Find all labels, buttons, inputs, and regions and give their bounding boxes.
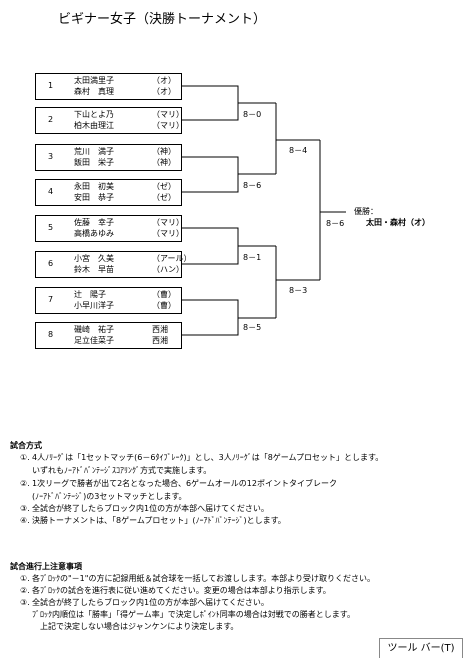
item-text: 1次リーグで勝者が出て2名となった場合、6ゲームオールの12ポイントタイブレーク — [32, 479, 337, 488]
pair-box-8: 8 磯崎 祐子西湘 足立佳菜子西湘 — [35, 322, 182, 349]
player-club: （曹） — [152, 301, 176, 310]
player-club: 西湘 — [152, 325, 168, 334]
player-name: 荒川 満子 — [74, 147, 114, 156]
item-mark: ①. — [20, 574, 30, 583]
player-name: 小宮 久美 — [74, 254, 114, 263]
player-name: 小早川洋子 — [74, 301, 114, 310]
pair-seed: 1 — [48, 81, 54, 90]
score-r1-m3: 8－1 — [243, 253, 262, 262]
pair-box-4: 4 永田 初美 （ゼ） 安田 恭子 （ゼ） — [35, 179, 182, 206]
player-club: （ゼ） — [152, 193, 176, 202]
player-club: （マリ） — [152, 110, 184, 119]
pair-seed: 4 — [48, 187, 54, 196]
player-club: 西湘 — [152, 336, 168, 345]
item-mark: ②. — [20, 479, 30, 488]
pair-seed: 5 — [48, 223, 54, 232]
player-name: 辻 陽子 — [74, 290, 106, 299]
notes-item-2: ②.各ﾌﾞﾛｯｸの試合を進行表に従い進めてください。変更の場合は本部より指示しま… — [20, 585, 331, 596]
pair-seed: 3 — [48, 152, 54, 161]
pair-box-7: 7 辻 陽子 （曹） 小早川洋子 （曹） — [35, 287, 182, 314]
player-club: （マリ） — [152, 218, 184, 227]
pair-box-2: 2 下山とよ乃 （マリ） 柏木由理江 （マリ） — [35, 107, 184, 134]
player-name: 下山とよ乃 — [74, 110, 114, 119]
page-title: ビギナー女子（決勝トーナメント） — [58, 12, 267, 27]
score-final: 8－6 — [326, 219, 345, 228]
player-club: （オ） — [152, 76, 176, 85]
notes-item-3: ③.全試合が終了したらブロック内1位の方が本部へ届けてください。 — [20, 597, 269, 608]
pair-seed: 2 — [48, 115, 54, 124]
player-name: 磯崎 祐子 — [74, 325, 114, 334]
item-mark: ④. — [20, 516, 30, 525]
pair-seed: 6 — [48, 259, 54, 268]
item-text: 上記で決定しない場合はジャンケンにより決定します。 — [40, 622, 239, 631]
match-format-heading: 試合方式 — [10, 441, 42, 450]
score-r1-m4: 8－5 — [243, 323, 262, 332]
player-name: 足立佳菜子 — [74, 336, 114, 345]
match-format-item-3: ③.全試合が終了したらブロック内1位の方が本部へ届けてください。 — [20, 503, 269, 514]
pair-box-3: 3 荒川 満子 （神） 飯田 栄子 （神） — [35, 144, 182, 171]
item-text: いずれもﾉｰｱﾄﾞﾊﾞﾝﾃｰｼﾞｽｺｱﾘﾝｸﾞ方式で実施します。 — [32, 466, 212, 475]
player-name: 太田満里子 — [74, 76, 114, 85]
match-format-item-1-cont: いずれもﾉｰｱﾄﾞﾊﾞﾝﾃｰｼﾞｽｺｱﾘﾝｸﾞ方式で実施します。 — [32, 465, 211, 476]
item-text: 全試合が終了したらブロック内1位の方が本部へ届けてください。 — [32, 598, 269, 607]
player-name: 飯田 栄子 — [74, 158, 114, 167]
pair-box-6: 6 小宮 久美 （アール） 鈴木 早苗 （ハン） — [35, 251, 192, 278]
player-name: 高橋あゆみ — [74, 229, 114, 238]
player-name: 鈴木 早苗 — [74, 265, 114, 274]
notes-heading: 試合進行上注意事項 — [10, 562, 82, 571]
bracket-line-r1-m2 — [182, 156, 239, 193]
player-name: 柏木由理江 — [74, 121, 114, 130]
player-club: （神） — [152, 158, 176, 167]
pair-seed: 8 — [48, 330, 54, 339]
score-r2-m2: 8－3 — [289, 286, 308, 295]
item-mark: ①. — [20, 453, 30, 462]
match-format-item-2-cont: (ﾉｰｱﾄﾞﾊﾞﾝﾃｰｼﾞ)の3セットマッチとします。 — [32, 491, 187, 502]
player-club: （ハン） — [152, 265, 184, 274]
match-format-item-4: ④.決勝トーナメントは、「8ゲームプロセット」(ﾉｰｱﾄﾞﾊﾞﾝﾃｰｼﾞ)としま… — [20, 515, 286, 526]
item-text: 4人ﾉﾘｰｸﾞは「1セットマッチ(6－6ﾀｲﾌﾞﾚｰｸ)」とし、3人ﾉﾘｰｸﾞは… — [32, 453, 384, 462]
notes-item-1: ①.各ﾌﾞﾛｯｸの"－1"の方に記録用紙＆試合球を一括してお渡しします。本部より… — [20, 573, 375, 584]
player-name: 安田 恭子 — [74, 193, 114, 202]
item-mark: ③. — [20, 504, 30, 513]
notes-item-3-cont2: 上記で決定しない場合はジャンケンにより決定します。 — [40, 621, 238, 632]
player-club: （マリ） — [152, 121, 184, 130]
item-text: 全試合が終了したらブロック内1位の方が本部へ届けてください。 — [32, 504, 269, 513]
player-name: 森村 真理 — [74, 87, 114, 96]
winner-name: 太田・森村（オ） — [366, 218, 430, 227]
bracket-line-r1-m1 — [182, 85, 239, 121]
pair-box-5: 5 佐藤 幸子 （マリ） 高橋あゆみ （マリ） — [35, 215, 184, 242]
item-mark: ②. — [20, 586, 30, 595]
toolbar-button[interactable]: ツール バー(T) — [379, 638, 463, 658]
item-text: ﾌﾞﾛｯｸ内順位は「勝率」「得ゲーム率」で決定しﾎﾟｲﾝﾄ同率の場合は対戦での勝… — [32, 610, 355, 619]
notes-item-3-cont: ﾌﾞﾛｯｸ内順位は「勝率」「得ゲーム率」で決定しﾎﾟｲﾝﾄ同率の場合は対戦での勝… — [32, 609, 355, 620]
player-club: （オ） — [152, 87, 176, 96]
player-name: 永田 初美 — [74, 182, 114, 191]
item-text: 決勝トーナメントは、「8ゲームプロセット」(ﾉｰｱﾄﾞﾊﾞﾝﾃｰｼﾞ)とします。 — [32, 516, 286, 525]
player-name: 佐藤 幸子 — [74, 218, 114, 227]
player-club: （曹） — [152, 290, 176, 299]
score-r1-m1: 8－0 — [243, 110, 262, 119]
player-club: （マリ） — [152, 229, 184, 238]
score-r2-m1: 8－4 — [289, 146, 308, 155]
item-text: 各ﾌﾞﾛｯｸの"－1"の方に記録用紙＆試合球を一括してお渡しします。本部より受け… — [32, 574, 376, 583]
score-r1-m2: 8－6 — [243, 181, 262, 190]
match-format-item-1: ①.4人ﾉﾘｰｸﾞは「1セットマッチ(6－6ﾀｲﾌﾞﾚｰｸ)」とし、3人ﾉﾘｰｸ… — [20, 452, 383, 463]
pair-seed: 7 — [48, 295, 54, 304]
item-text: (ﾉｰｱﾄﾞﾊﾞﾝﾃｰｼﾞ)の3セットマッチとします。 — [32, 492, 187, 501]
player-club: （アール） — [152, 254, 192, 263]
match-format-item-2: ②.1次リーグで勝者が出て2名となった場合、6ゲームオールの12ポイントタイブレ… — [20, 478, 337, 489]
bracket-line-r1-m4 — [182, 299, 239, 336]
player-club: （ゼ） — [152, 182, 176, 191]
item-mark: ③. — [20, 598, 30, 607]
winner-label: 優勝： — [354, 207, 378, 216]
player-club: （神） — [152, 147, 176, 156]
pair-box-1: 1 太田満里子 （オ） 森村 真理 （オ） — [35, 73, 182, 100]
item-text: 各ﾌﾞﾛｯｸの試合を進行表に従い進めてください。変更の場合は本部より指示します。 — [32, 586, 331, 595]
